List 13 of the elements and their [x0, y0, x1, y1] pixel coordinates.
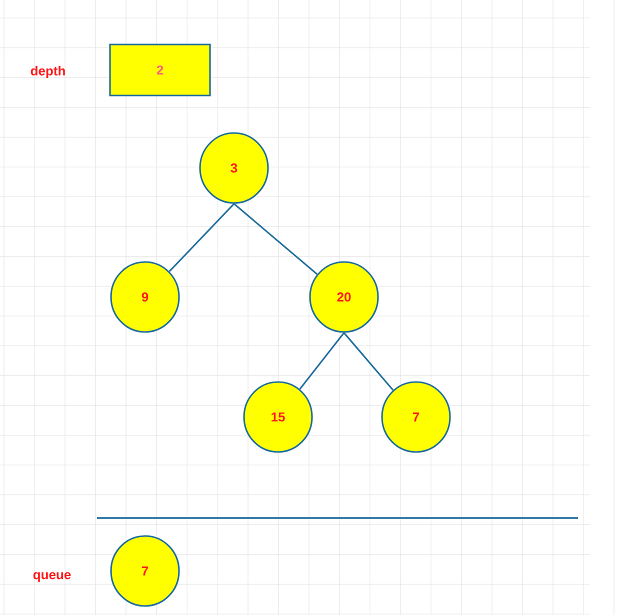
connector-line [233, 203, 318, 275]
tree-node: 15 [243, 381, 313, 453]
connector-line [299, 332, 345, 390]
side-label: queue [33, 572, 71, 582]
connector-line [168, 203, 235, 272]
side-label: depth [30, 66, 65, 78]
number-box: 2 [109, 44, 211, 96]
tree-node: 7 [381, 381, 451, 453]
tree-node: 20 [309, 261, 379, 333]
queue-node: 7 [110, 535, 180, 607]
connector-line [343, 332, 394, 391]
tree-node: 9 [110, 261, 180, 333]
tree-node: 3 [199, 132, 269, 204]
